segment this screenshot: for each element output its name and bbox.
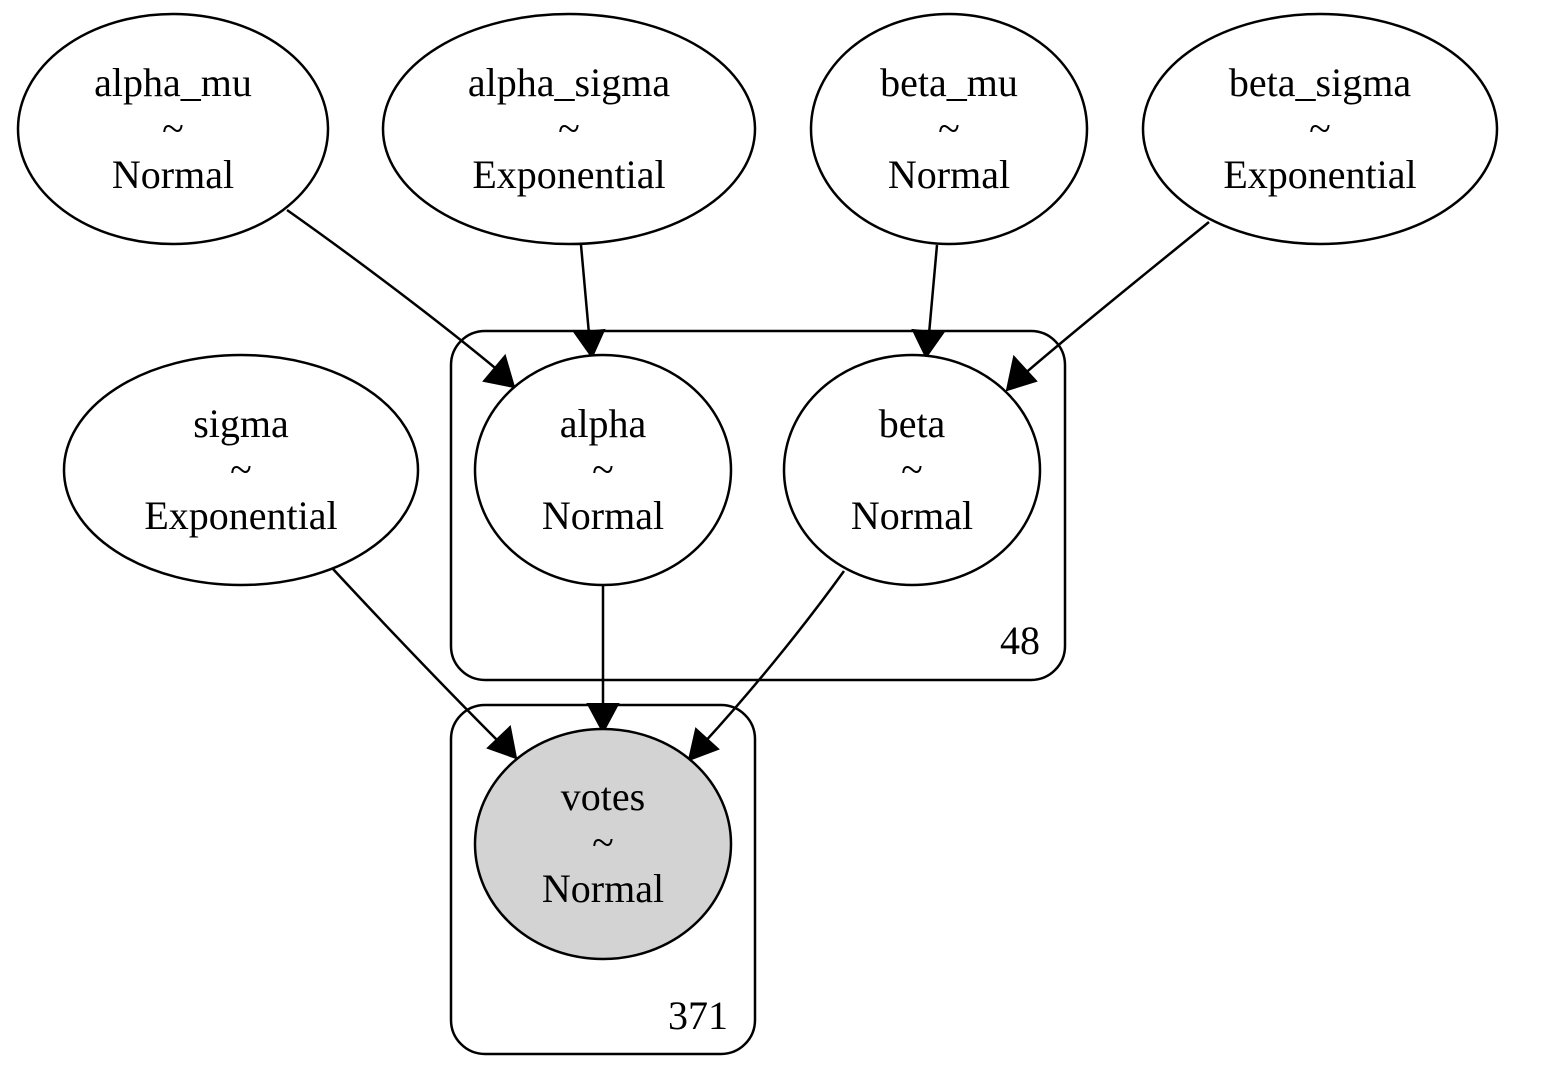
edge-beta-to-votes	[687, 570, 846, 762]
node-beta-mu: beta_mu ~ Normal	[809, 12, 1089, 246]
node-sigma-ellipse	[62, 353, 420, 587]
plate-48-label: 48	[1000, 618, 1040, 663]
node-alpha-sigma: alpha_sigma ~ Exponential	[381, 12, 757, 246]
edge-alpha-sigma-to-alpha	[573, 244, 606, 360]
arrowhead	[586, 703, 620, 735]
node-distribution: Normal	[888, 152, 1010, 197]
node-distribution: Normal	[542, 493, 664, 538]
node-alpha-ellipse	[473, 353, 733, 587]
edge-beta-mu-to-beta	[911, 244, 945, 359]
node-label: alpha_sigma	[468, 60, 670, 105]
arrowhead	[687, 727, 720, 762]
node-label: votes	[561, 774, 645, 819]
node-beta: beta ~ Normal	[782, 353, 1042, 587]
arrowhead	[486, 725, 518, 760]
node-label: beta	[879, 401, 946, 446]
node-beta-sigma-ellipse	[1141, 12, 1499, 246]
node-label: sigma	[193, 401, 289, 446]
node-beta-sigma: beta_sigma ~ Exponential	[1141, 12, 1499, 246]
edges	[286, 208, 1210, 762]
node-distribution: Normal	[112, 152, 234, 197]
node-alpha-mu: alpha_mu ~ Normal	[16, 12, 330, 246]
node-tilde: ~	[230, 447, 252, 492]
arrowhead	[573, 328, 606, 360]
node-tilde: ~	[901, 447, 923, 492]
node-label: alpha_mu	[94, 60, 252, 105]
arrowhead	[1005, 354, 1038, 392]
node-alpha-sigma-ellipse	[381, 12, 757, 246]
arrowhead	[482, 353, 516, 389]
node-tilde: ~	[558, 106, 580, 151]
arrowhead	[911, 328, 945, 359]
edge-sigma-to-votes	[332, 568, 518, 760]
node-label: beta_sigma	[1229, 60, 1411, 105]
edge-alpha-mu-to-alpha	[286, 208, 516, 389]
node-alpha: alpha ~ Normal	[473, 353, 733, 587]
node-distribution: Normal	[851, 493, 973, 538]
node-votes: votes ~ Normal	[473, 727, 733, 961]
node-tilde: ~	[592, 447, 614, 492]
node-alpha-mu-ellipse	[16, 12, 330, 246]
edge-alpha-to-votes	[586, 586, 620, 735]
node-sigma: sigma ~ Exponential	[62, 353, 420, 587]
node-distribution: Exponential	[472, 152, 665, 197]
node-tilde: ~	[938, 106, 960, 151]
node-distribution: Exponential	[144, 493, 337, 538]
node-distribution: Normal	[542, 866, 664, 911]
node-distribution: Exponential	[1223, 152, 1416, 197]
node-votes-ellipse-observed	[473, 727, 733, 961]
node-beta-ellipse	[782, 353, 1042, 587]
node-tilde: ~	[592, 820, 614, 865]
edge-beta-sigma-to-beta	[1005, 221, 1210, 392]
node-beta-mu-ellipse	[809, 12, 1089, 246]
plate-371-label: 371	[668, 993, 728, 1038]
node-label: alpha	[560, 401, 647, 446]
node-tilde: ~	[1309, 106, 1331, 151]
node-label: beta_mu	[880, 60, 1018, 105]
node-tilde: ~	[162, 106, 184, 151]
